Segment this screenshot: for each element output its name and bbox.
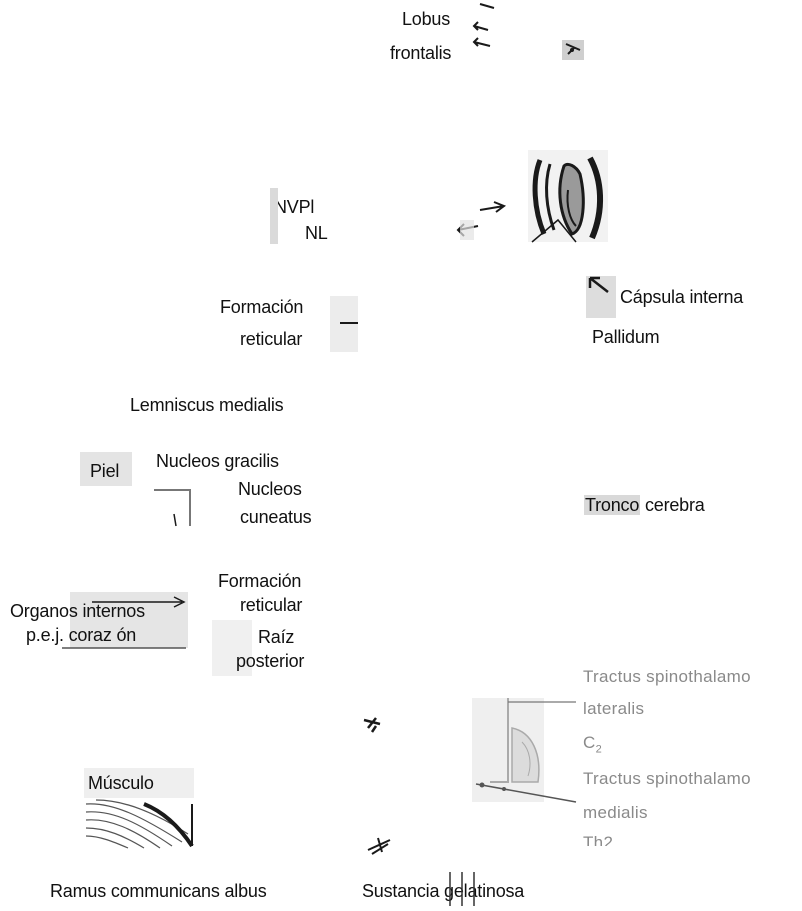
lobus-fragment-right [562,40,584,60]
label-th2: Th2 [583,833,614,846]
label-nvpl-line1: NVPl [274,197,315,217]
label-formacion-top-line1: Formación [220,297,304,317]
c2-subscript: 2 [595,743,602,756]
organos-arrow [92,596,186,608]
label-nvpl-line2: NL [305,223,328,243]
label-formacion-mid-line1: Formación [218,571,302,591]
fragment-lower [367,837,391,855]
label-musculo: Músculo [88,773,154,793]
label-organos-line1: Organos internos [10,601,145,621]
label-pallidum: Pallidum [592,327,660,347]
organos-underline [62,647,186,649]
label-nucleos-cuneatus-line2: cuneatus [240,507,312,527]
fragment-mid [363,717,381,733]
nvpl-shading [270,188,278,244]
gelatinosa-ticks [449,872,475,906]
label-piel: Piel [90,461,120,481]
musculo-shading [84,768,194,798]
label-lobus-line1: Lobus [402,9,451,29]
label-raiz-line1: Raíz [258,627,295,647]
label-tronco-cerebra: Tronco cerebra [584,494,705,516]
label-lemniscus-medialis: Lemniscus medialis [130,395,284,415]
label-tractus-lateralis-line2: lateralis [583,699,645,718]
muscle-illustration [84,798,194,849]
spinal-cord-section [472,698,577,803]
label-nucleos-cuneatus-line1: Nucleos [238,479,302,499]
lobus-arrow-fragments [472,3,495,47]
label-capsula-interna: Cápsula interna [620,287,744,307]
label-ramus-communicans: Ramus communicans albus [50,881,267,901]
label-tractus-medialis-line1: Tractus spinothalamo [583,769,751,788]
label-nucleos-gracilis: Nucleos gracilis [156,451,279,471]
label-formacion-top-line2: reticular [240,329,303,349]
nvpl-arrow-fragments [456,201,507,240]
nucleos-bracket [154,489,191,527]
label-tractus-medialis-line2: medialis [583,803,648,822]
label-c2: C2 [583,732,602,760]
piel-shading [80,452,132,486]
tronco-highlight: Tronco [584,495,641,515]
brain-section-fragment [528,150,608,243]
formacion-top-line [340,322,358,324]
tronco-rest: cerebra [640,495,705,515]
label-tractus-lateralis-line1: Tractus spinothalamo [583,667,751,686]
label-lobus-line2: frontalis [390,43,452,63]
label-raiz-line2: posterior [236,651,305,671]
label-sustancia-gelatinosa: Sustancia gelatinosa [362,881,525,901]
label-formacion-mid-line2: reticular [240,595,303,615]
label-organos-line2: p.e.j. coraz ón [26,625,137,645]
capsula-arrow [588,276,609,293]
raiz-shading [212,620,252,676]
c2-letter: C [583,733,596,752]
